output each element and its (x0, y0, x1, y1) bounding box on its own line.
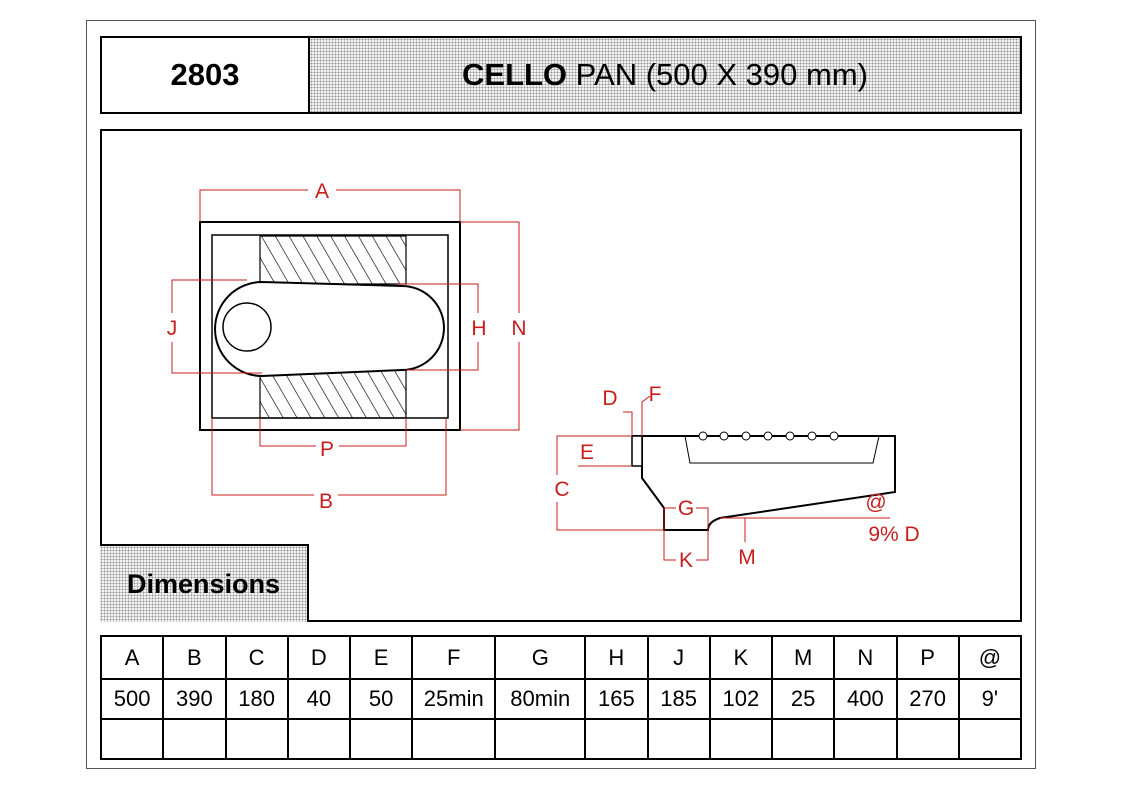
table-cell (708, 718, 774, 760)
table-header-cell: B (162, 635, 227, 680)
table-cell: 185 (646, 678, 711, 720)
label-a: A (315, 180, 329, 203)
label-slope: 9% D (868, 523, 919, 546)
table-blank-row (99, 718, 1023, 760)
table-cell (224, 718, 289, 760)
side-view (631, 431, 896, 531)
product-code: 2803 (100, 36, 310, 114)
table-header-cell: N (833, 635, 898, 680)
table-header-cell: F (411, 635, 497, 680)
table-cell: 390 (162, 678, 227, 720)
flush-rim-holes (698, 431, 839, 441)
table-cell (895, 718, 960, 760)
table-cell: 500 (99, 678, 165, 720)
label-at: @ (865, 491, 886, 514)
title-brand: CELLO (462, 57, 568, 92)
dimensions-label: Dimensions (100, 544, 309, 622)
table-header-cell: K (708, 635, 774, 680)
table-cell: 80min (494, 678, 587, 720)
label-g: G (678, 497, 694, 520)
table-cell: 25 (770, 678, 836, 720)
table-cell: 50 (348, 678, 414, 720)
title-description: PAN (500 X 390 mm) (567, 57, 868, 92)
table-header-cell: G (494, 635, 587, 680)
table-value-row: 500 390 180 40 50 25min 80min 165 185 10… (99, 678, 1023, 720)
label-h: H (471, 317, 486, 340)
side-dimension-lines (556, 395, 890, 561)
dimension-labels: A N H J P B D F E C G K M @ 9% D (167, 180, 920, 572)
inner-bowl-profile (684, 435, 880, 464)
side-profile (632, 435, 896, 531)
table-cell: 40 (286, 678, 352, 720)
label-p: P (320, 438, 334, 461)
table-cell (348, 718, 414, 760)
label-k: K (679, 549, 693, 572)
bowl-opening (214, 280, 445, 378)
table-header-cell: P (895, 635, 960, 680)
table-cell: 400 (833, 678, 898, 720)
table-cell (770, 718, 836, 760)
table-cell: 165 (584, 678, 649, 720)
table-header-cell: A (99, 635, 165, 680)
table-header-cell: C (224, 635, 289, 680)
label-b: B (319, 490, 333, 513)
outlet-hole (222, 302, 272, 352)
label-c: C (554, 478, 569, 501)
table-cell (646, 718, 711, 760)
sheet-frame (86, 20, 1036, 769)
upper-footrest-hatch (259, 235, 407, 285)
table-cell (833, 718, 898, 760)
table-header-cell: J (646, 635, 711, 680)
table-cell (162, 718, 227, 760)
table-cell (99, 718, 165, 760)
table-cell: 25min (411, 678, 497, 720)
label-e: E (580, 441, 594, 464)
table-cell (286, 718, 352, 760)
table-cell: 270 (895, 678, 960, 720)
table-header-row: A B C D E F G H J K M N P @ (99, 635, 1023, 680)
table-cell: 9' (957, 678, 1023, 720)
label-j: J (167, 317, 178, 340)
plan-view (199, 221, 461, 431)
table-header-cell: E (348, 635, 414, 680)
table-header-cell: H (584, 635, 649, 680)
label-d: D (602, 387, 617, 410)
table-header-cell: M (770, 635, 836, 680)
table-cell: 180 (224, 678, 289, 720)
table-cell (584, 718, 649, 760)
table-cell: 102 (708, 678, 774, 720)
table-cell (494, 718, 587, 760)
table-cell (957, 718, 1023, 760)
drawing-area (100, 129, 1022, 622)
lower-footrest-hatch (259, 369, 407, 419)
label-f: F (649, 383, 662, 406)
plan-dimension-lines (171, 189, 520, 496)
table-cell (411, 718, 497, 760)
flange-lip (631, 435, 643, 467)
product-title: CELLO PAN (500 X 390 mm) (308, 36, 1022, 114)
label-n: N (511, 317, 526, 340)
table-header-cell: D (286, 635, 352, 680)
table-header-cell: @ (957, 635, 1023, 680)
dimensions-table: A B C D E F G H J K M N P @ 500 390 180 … (99, 635, 1023, 760)
label-m: M (738, 546, 756, 569)
